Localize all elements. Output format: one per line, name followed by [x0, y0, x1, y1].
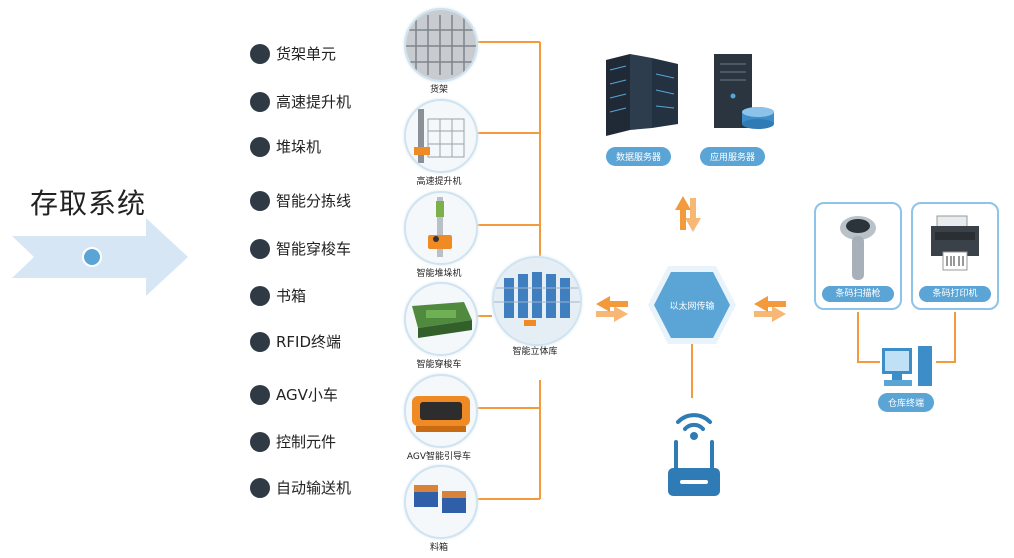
- equipment-agv: [404, 374, 478, 448]
- warehouse-icon: [494, 258, 580, 344]
- list-item-label: 智能分拣线: [276, 192, 352, 210]
- list-item: 书箱: [250, 285, 306, 306]
- arrow-dot: [82, 247, 102, 267]
- stacker-crane-icon: [428, 197, 452, 257]
- equipment-label: 智能穿梭车: [416, 360, 462, 370]
- bin-icon: [414, 485, 466, 513]
- ethernet-hexagon: [648, 266, 736, 344]
- equipment-shuttle: [404, 282, 478, 356]
- list-item: 智能分拣线: [250, 190, 351, 211]
- list-item: 自动输送机: [250, 477, 351, 498]
- equipment-lifter: [404, 99, 478, 173]
- terminal-label: 仓库终端: [878, 393, 935, 412]
- list-item-label: 控制元件: [276, 433, 337, 451]
- server-label: 数据服务器: [606, 147, 672, 166]
- device-card: 条码扫描枪: [814, 202, 902, 310]
- equipment-stacker: [404, 191, 478, 265]
- list-item: 货架单元: [250, 43, 336, 64]
- list-item-label: 自动输送机: [276, 479, 352, 497]
- bullet-dot: [250, 285, 270, 306]
- list-item-label: 高速提升机: [276, 93, 352, 111]
- application-server-icon: [714, 54, 774, 129]
- server-rack-icon: [606, 54, 678, 136]
- wifi-router-icon: [668, 413, 720, 496]
- equipment-label: 货架: [429, 85, 449, 95]
- bullet-dot: [250, 43, 270, 64]
- bullet-dot: [250, 477, 270, 498]
- list-item: AGV小车: [250, 384, 338, 405]
- big-arrow: [12, 218, 188, 296]
- list-item: RFID终端: [250, 331, 341, 352]
- list-item: 堆垛机: [250, 136, 321, 157]
- warehouse-image: [492, 256, 582, 346]
- shelving-icon: [406, 10, 476, 80]
- list-item: 控制元件: [250, 431, 336, 452]
- list-item-label: AGV小车: [276, 386, 338, 404]
- list-item-label: 智能穿梭车: [276, 240, 352, 258]
- list-item-label: RFID终端: [276, 333, 342, 351]
- bullet-dot: [250, 384, 270, 405]
- bullet-dot: [250, 331, 270, 352]
- list-item-label: 货架单元: [276, 45, 337, 63]
- bullet-dot: [250, 190, 270, 211]
- device-label: 条码打印机: [919, 286, 991, 302]
- equipment-label: 料箱: [429, 543, 449, 553]
- agv-icon: [412, 396, 470, 432]
- equipment-label: AGV智能引导车: [406, 452, 472, 462]
- bullet-dot: [250, 431, 270, 452]
- lifter-icon: [414, 109, 465, 163]
- equipment-bin: [404, 465, 478, 539]
- list-item: 高速提升机: [250, 91, 351, 112]
- list-item: 智能穿梭车: [250, 238, 351, 259]
- list-item-label: 书箱: [276, 287, 307, 305]
- equipment-label: 高速提升机: [416, 177, 462, 187]
- device-card: 条码打印机: [911, 202, 999, 310]
- diagram-title: 存取系统: [30, 187, 147, 220]
- bullet-dot: [250, 136, 270, 157]
- equipment-label: 智能堆垛机: [416, 269, 462, 279]
- warehouse-label: 智能立体库: [512, 347, 558, 357]
- bullet-dot: [250, 91, 270, 112]
- list-item-label: 堆垛机: [276, 138, 322, 156]
- server-label: 应用服务器: [700, 147, 766, 166]
- barcode-printer-icon: [931, 215, 979, 271]
- shuttle-car-icon: [412, 302, 472, 338]
- device-label: 条码扫描枪: [822, 286, 894, 302]
- bullet-dot: [250, 238, 270, 259]
- barcode-scanner-icon: [840, 216, 876, 280]
- ethernet-label: 以太网传输: [669, 302, 715, 312]
- equipment-shelving: [404, 8, 478, 82]
- computer-terminal-icon: [882, 346, 932, 386]
